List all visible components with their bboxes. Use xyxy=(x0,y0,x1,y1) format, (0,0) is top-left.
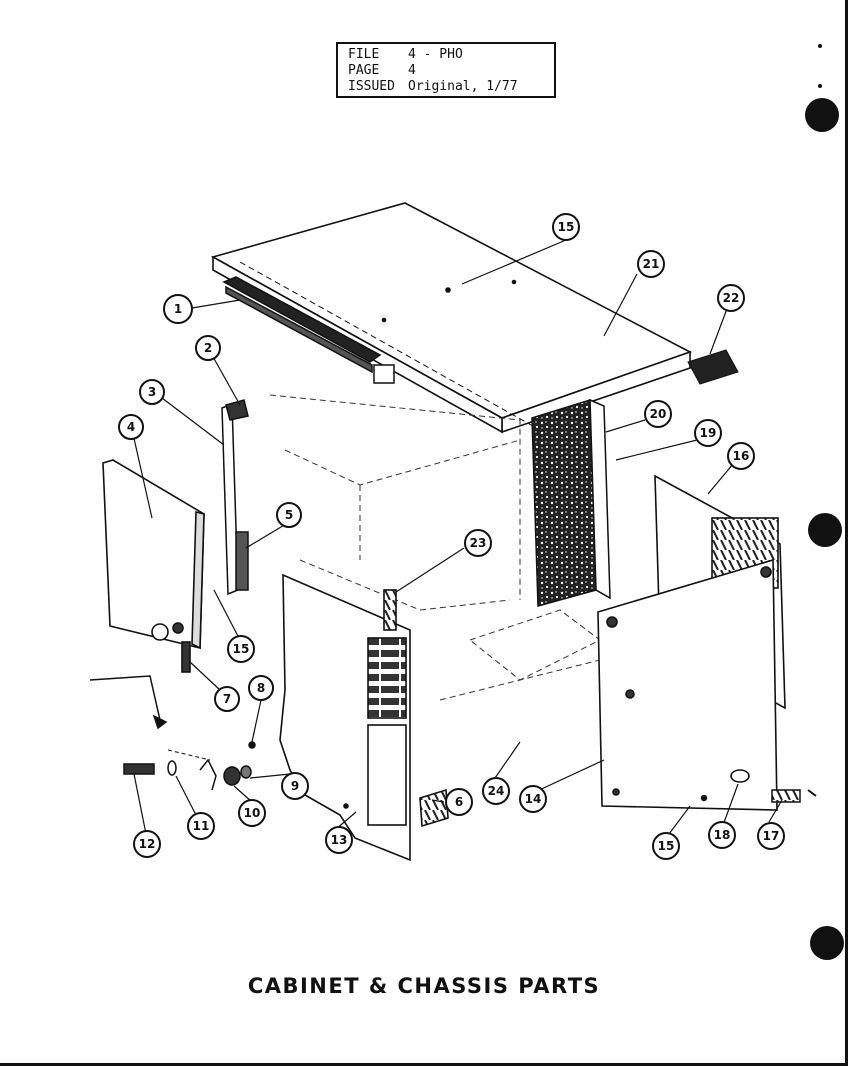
svg-text:5: 5 xyxy=(285,508,293,522)
callout-5: 5 xyxy=(276,502,302,528)
callout-11: 11 xyxy=(187,812,215,840)
front-panel xyxy=(279,573,449,862)
back-panel xyxy=(597,558,778,811)
callout-15-top: 15 xyxy=(552,213,580,241)
file-info-box: FILE 4 - PHO PAGE 4 ISSUED Original, 1/7… xyxy=(336,42,556,98)
speck xyxy=(818,84,822,88)
svg-text:1: 1 xyxy=(174,302,182,316)
cabinet-outline xyxy=(269,394,601,701)
svg-text:6: 6 xyxy=(455,795,463,809)
issued-row: ISSUED Original, 1/77 xyxy=(348,79,546,95)
svg-text:15: 15 xyxy=(233,642,250,656)
speck xyxy=(818,44,822,48)
callout-19: 19 xyxy=(694,419,722,447)
side-frame xyxy=(221,399,249,596)
svg-text:24: 24 xyxy=(488,784,505,798)
callout-group: 1 2 3 4 5 6 7 8 9 10 11 12 13 14 15 15 1… xyxy=(118,213,785,860)
callout-15-left: 15 xyxy=(227,635,255,663)
callout-4: 4 xyxy=(118,414,144,440)
svg-text:16: 16 xyxy=(733,449,750,463)
callout-22: 22 xyxy=(717,284,745,312)
page-border-right xyxy=(845,0,848,1066)
svg-text:17: 17 xyxy=(763,829,780,843)
callout-6: 6 xyxy=(445,788,473,816)
svg-text:7: 7 xyxy=(223,692,231,706)
page-border-bottom xyxy=(0,1063,848,1066)
callout-17: 17 xyxy=(757,822,785,850)
callout-2: 2 xyxy=(195,335,221,361)
svg-text:22: 22 xyxy=(723,291,740,305)
file-row: FILE 4 - PHO xyxy=(348,47,546,63)
svg-text:20: 20 xyxy=(650,407,667,421)
callout-9: 9 xyxy=(281,772,309,800)
callout-13: 13 xyxy=(325,826,353,854)
file-value: 4 - PHO xyxy=(408,47,463,62)
callout-8: 8 xyxy=(248,675,274,701)
svg-text:12: 12 xyxy=(139,837,156,851)
svg-text:8: 8 xyxy=(257,681,265,695)
binder-hole xyxy=(805,98,839,132)
callout-14: 14 xyxy=(519,785,547,813)
svg-text:15: 15 xyxy=(558,220,575,234)
callout-20: 20 xyxy=(644,400,672,428)
page-row: PAGE 4 xyxy=(348,63,546,79)
page-key: PAGE xyxy=(348,63,380,78)
svg-text:4: 4 xyxy=(127,420,135,434)
callout-12: 12 xyxy=(133,830,161,858)
svg-text:14: 14 xyxy=(525,792,542,806)
svg-text:18: 18 xyxy=(714,828,731,842)
svg-text:2: 2 xyxy=(204,341,212,355)
svg-text:21: 21 xyxy=(643,257,660,271)
binder-hole xyxy=(808,513,842,547)
page-value: 4 xyxy=(408,63,416,78)
svg-text:15: 15 xyxy=(658,839,675,853)
callout-16: 16 xyxy=(727,442,755,470)
leader-lines xyxy=(132,239,783,839)
side-bracket xyxy=(687,349,739,385)
callout-1: 1 xyxy=(163,294,193,324)
callout-24: 24 xyxy=(482,777,510,805)
callout-15-right: 15 xyxy=(652,832,680,860)
svg-text:13: 13 xyxy=(331,833,348,847)
front-rail xyxy=(222,276,395,384)
svg-text:3: 3 xyxy=(148,385,156,399)
svg-text:11: 11 xyxy=(193,819,210,833)
callout-18: 18 xyxy=(708,821,736,849)
issued-value: Original, 1/77 xyxy=(408,79,518,94)
callout-3: 3 xyxy=(139,379,165,405)
svg-text:23: 23 xyxy=(470,536,487,550)
side-panel xyxy=(102,459,205,673)
issued-key: ISSUED xyxy=(348,79,395,94)
callout-10: 10 xyxy=(238,799,266,827)
hardware-parts xyxy=(89,675,817,803)
svg-text:10: 10 xyxy=(244,806,261,820)
page-title: CABINET & CHASSIS PARTS xyxy=(247,974,601,998)
file-key: FILE xyxy=(348,47,380,62)
binder-hole xyxy=(810,926,844,960)
callout-7: 7 xyxy=(214,686,240,712)
callout-23: 23 xyxy=(464,529,492,557)
svg-text:19: 19 xyxy=(700,426,717,440)
callout-21: 21 xyxy=(637,250,665,278)
air-filter xyxy=(531,398,611,607)
svg-text:9: 9 xyxy=(291,779,299,793)
